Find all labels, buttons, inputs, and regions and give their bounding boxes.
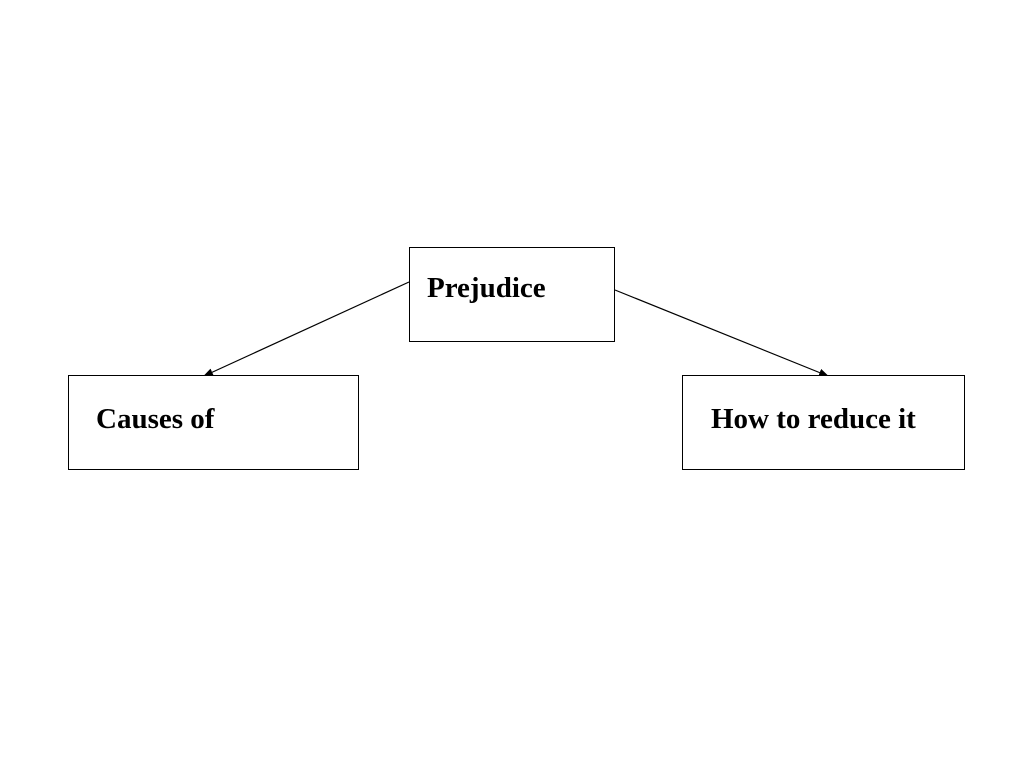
node-how-to-reduce-it-label: How to reduce it: [711, 403, 916, 435]
node-prejudice: Prejudice: [409, 247, 615, 342]
node-how-to-reduce-it: How to reduce it: [682, 375, 965, 470]
node-prejudice-label: Prejudice: [427, 272, 546, 304]
arrow-to-causes: [203, 281, 410, 377]
arrow-to-how-to-reduce: [614, 289, 829, 377]
node-causes-of: Causes of: [68, 375, 359, 470]
node-causes-of-label: Causes of: [96, 403, 215, 435]
